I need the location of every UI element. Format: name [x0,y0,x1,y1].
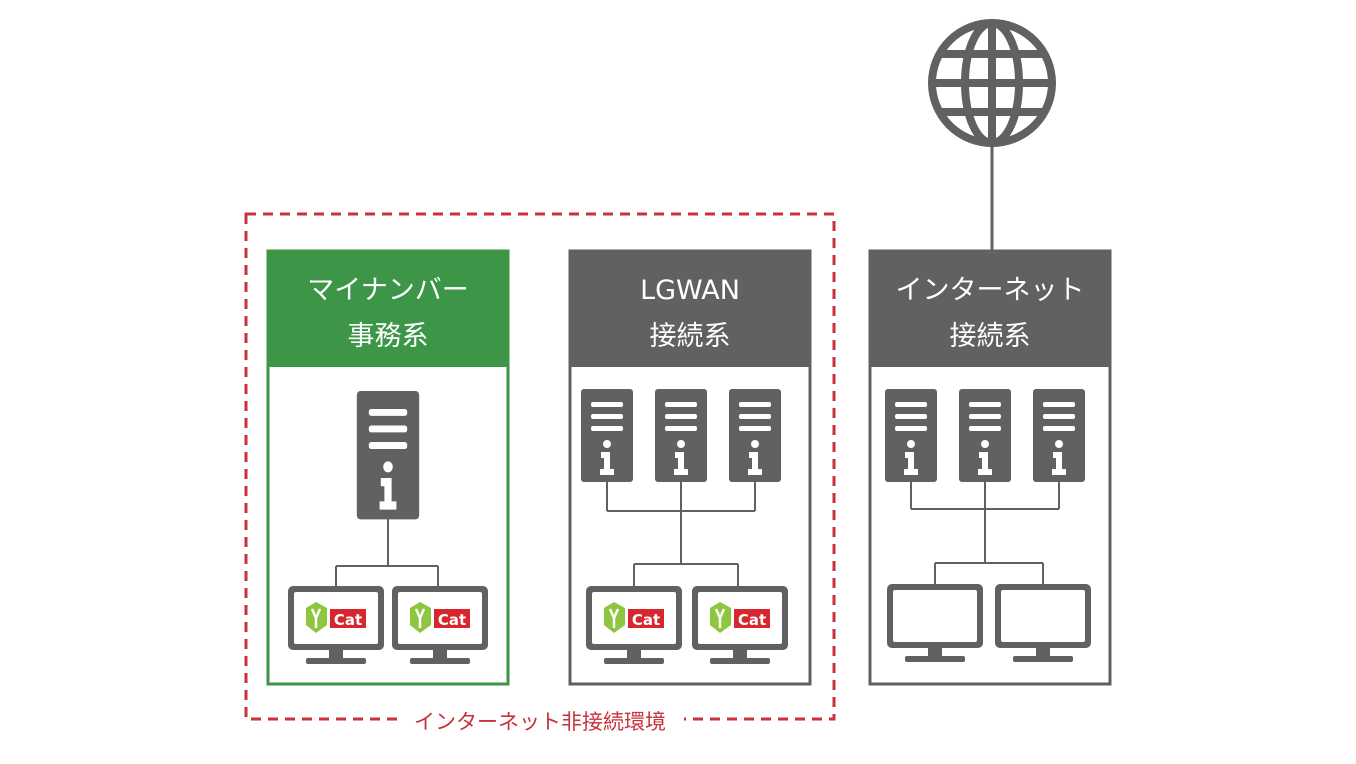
cat-logo-label: Cat [632,611,660,629]
zone-internet-title-line1: インターネット [896,275,1085,306]
globe-icon [928,19,1056,147]
network-link [606,482,756,586]
cat-logo-label: Cat [738,611,766,629]
zone-internet: インターネット 接続系 [868,249,1112,686]
zone-lgwan: LGWAN 接続系 Cat Cat [568,249,812,686]
server-icon [356,391,420,520]
server-icon [1033,389,1085,482]
zone-mynumber: マイナンバー 事務系 Cat Cat [266,249,510,686]
server-icon [655,389,707,482]
network-link [335,519,439,586]
network-link [910,482,1060,584]
server-icon [729,389,781,482]
zone-mynumber-title-line1: マイナンバー [307,275,468,306]
server-icon [581,389,633,482]
zone-internet-title-line2: 接続系 [950,321,1031,352]
cat-logo-label: Cat [334,611,362,629]
offline-boundary-label: インターネット非接続環境 [414,710,666,734]
zone-lgwan-title-line1: LGWAN [640,275,740,306]
zone-mynumber-title-line2: 事務系 [348,321,429,352]
zone-lgwan-title-line2: 接続系 [650,321,731,352]
cat-logo-label: Cat [438,611,466,629]
server-icon [959,389,1011,482]
server-icon [885,389,937,482]
